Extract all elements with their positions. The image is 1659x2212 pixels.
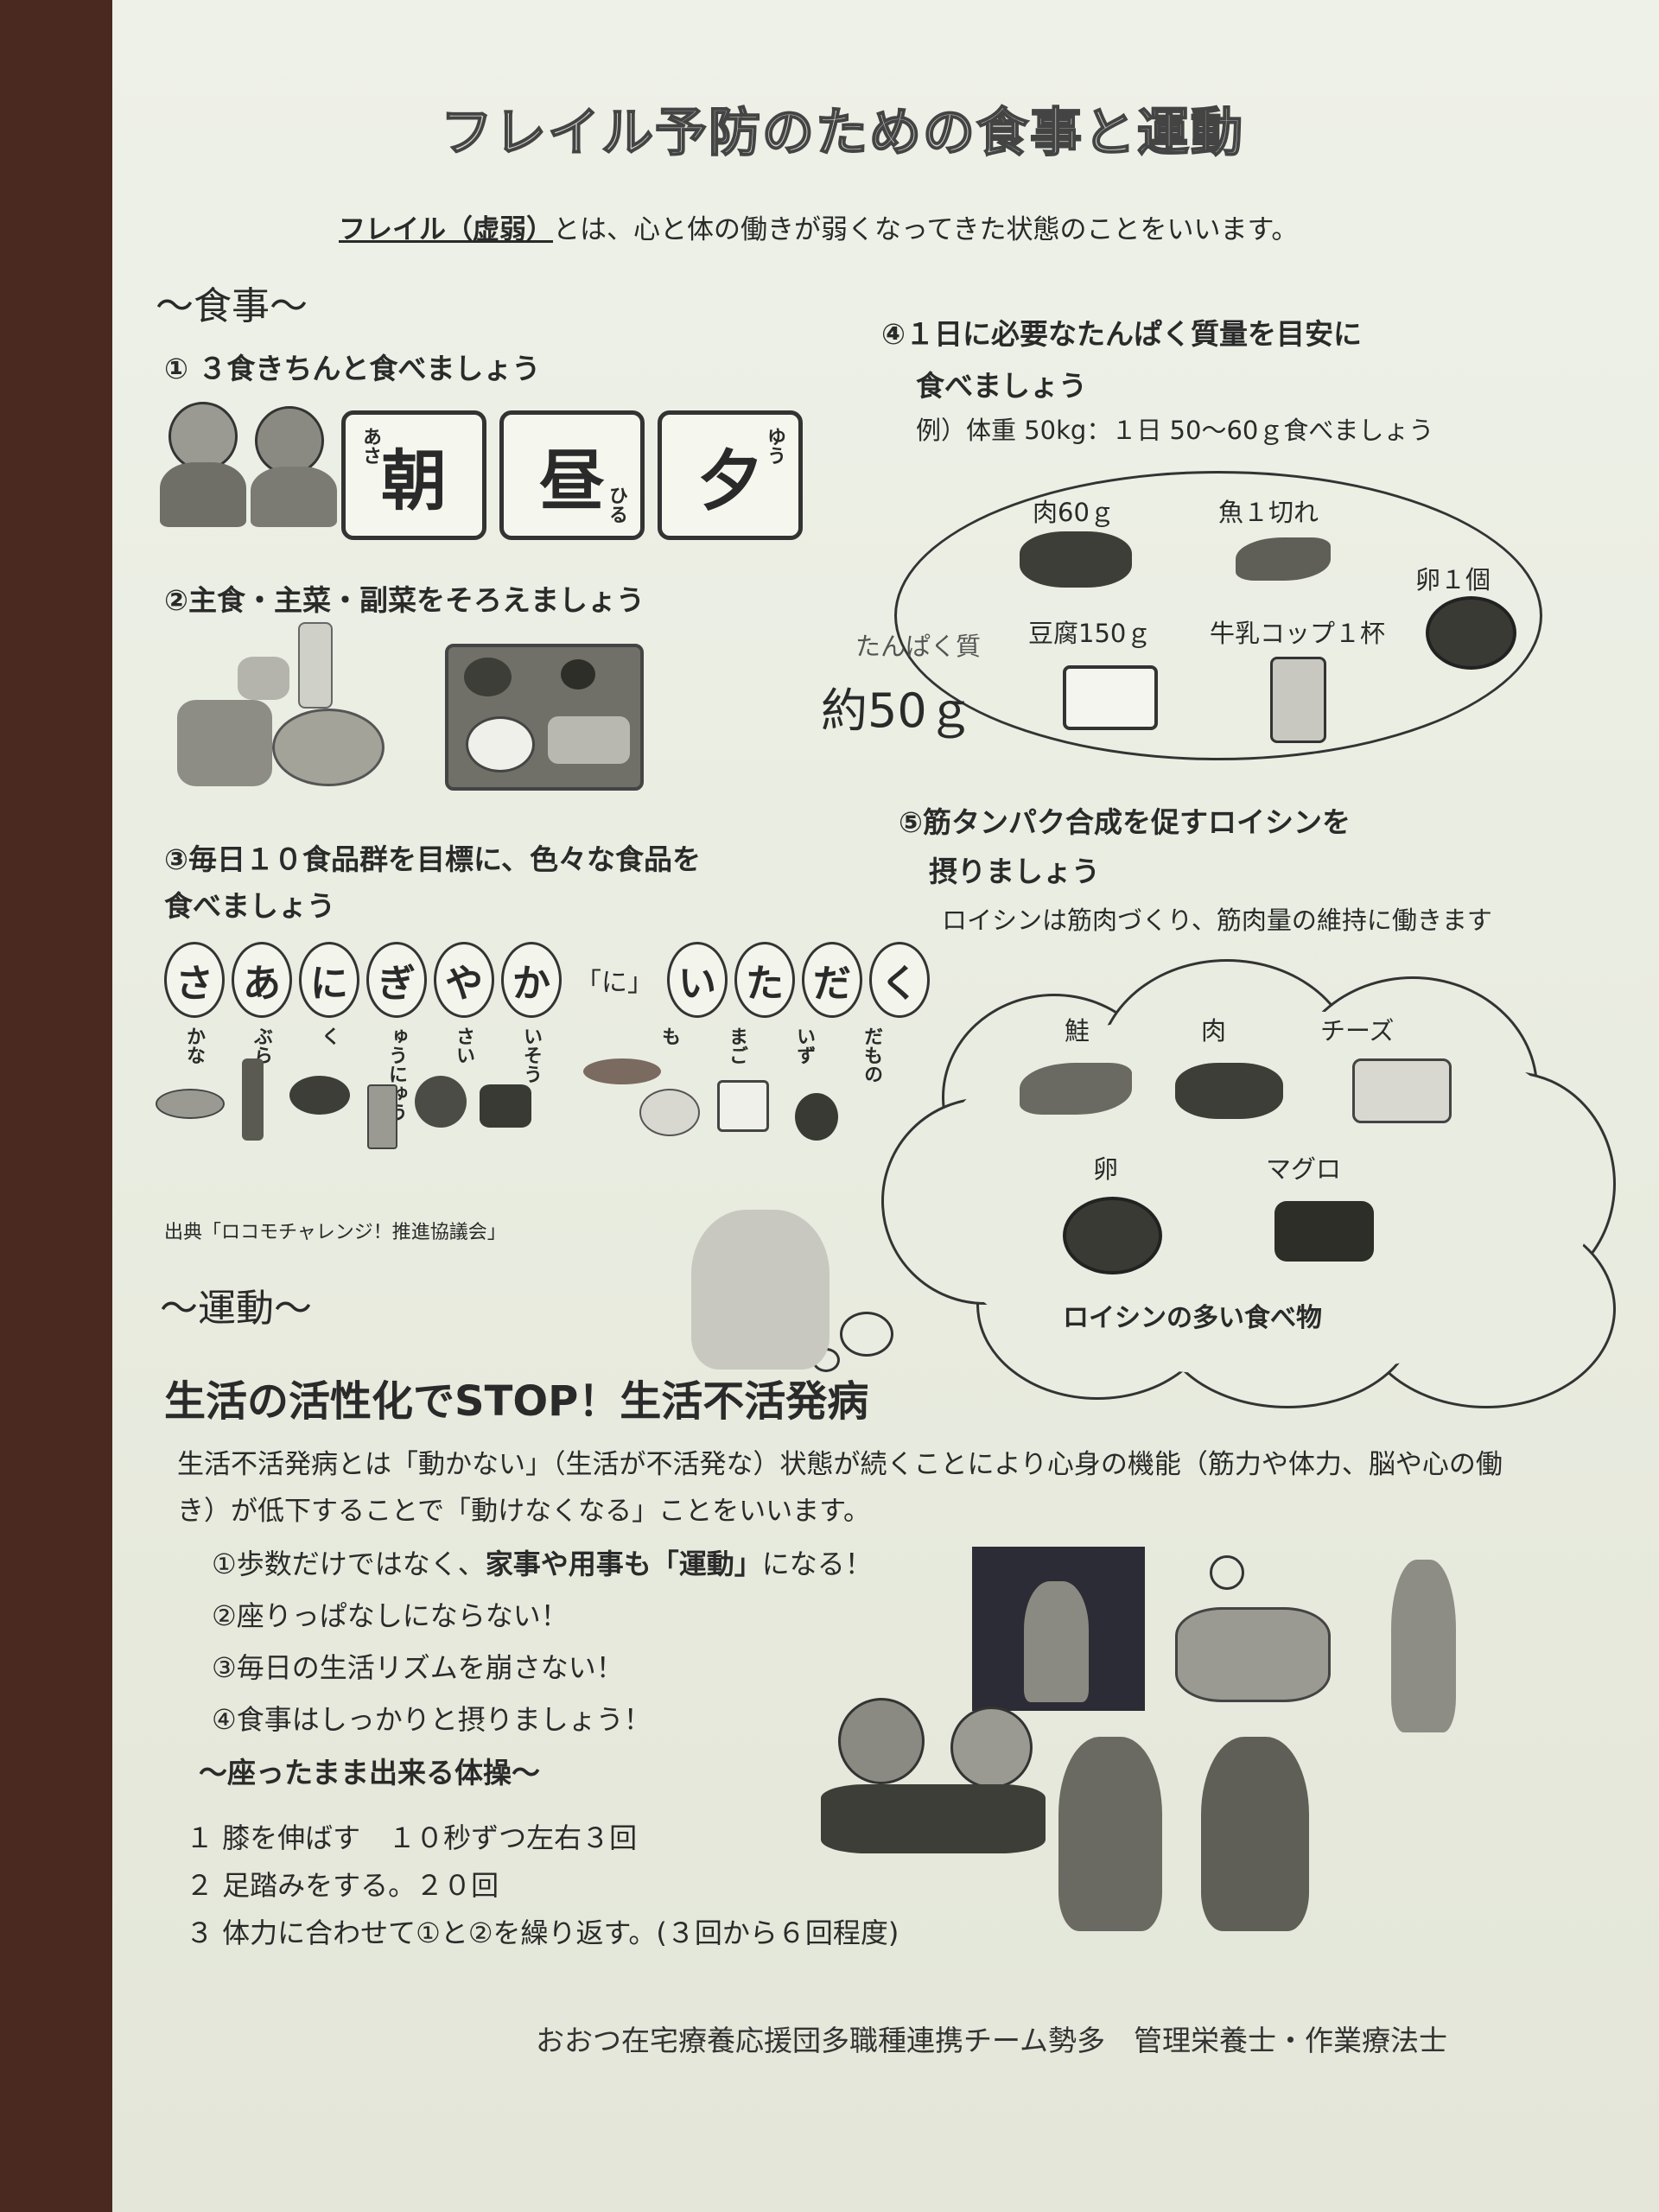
leucine-food-salmon: 鮭 — [1065, 1016, 1090, 1046]
diet-item-5-line1: ⑤筋タンパク合成を促すロイシンを — [899, 805, 1351, 839]
cheese-illustration — [1352, 1058, 1452, 1123]
meal-box-evening: 夕 ゆう — [658, 410, 803, 540]
exercise-heading: 〜運動〜 — [160, 1287, 312, 1331]
egg-illustration — [1063, 1197, 1162, 1274]
diet-item-5-line2: 摂りましょう — [929, 855, 1100, 888]
clock-icon — [1210, 1555, 1244, 1590]
mnemonic-reading: く — [318, 1027, 340, 1046]
bedridden-illustration — [1175, 1607, 1331, 1702]
leucine-cloud — [873, 950, 1650, 1417]
diet-item-3-line2: 食べましょう — [164, 889, 335, 923]
meal-reading-noon: ひる — [606, 486, 627, 524]
meal-kanji-morning: 朝 — [381, 442, 447, 519]
exercise-paragraph: 生活不活発病とは「動かない」（生活が不活発な）状態が続くことにより心身の機能（筋… — [177, 1449, 1503, 1527]
meal-kanji-evening: 夕 — [697, 442, 763, 519]
protein-oval — [894, 471, 1542, 760]
diet-item-1: ① ３食きちんと食べましょう — [164, 352, 541, 385]
diet-heading: 〜食事〜 — [156, 284, 308, 328]
intro-rest: とは、心と体の働きが弱くなってきた状態のことをいいます。 — [553, 214, 1299, 245]
flexed-arm-illustration — [691, 1210, 830, 1370]
footer-credit: おおつ在宅療養応援団多職種連携チーム勢多 管理栄養士・作業療法士 — [536, 2024, 1448, 2057]
standing-elder-illustration — [1391, 1560, 1456, 1732]
mnemonic-char: た — [734, 942, 795, 1018]
meal-kanji-noon: 昼 — [539, 442, 605, 519]
leucine-food-meat: 肉 — [1201, 1016, 1227, 1046]
protein-food-egg: 卵１個 — [1415, 565, 1491, 594]
leucine-food-tuna: マグロ — [1266, 1154, 1342, 1184]
seated-elders-illustration — [786, 1698, 1149, 1901]
exercise-step-1: １ 膝を伸ばす １０秒ずつ左右３回 — [186, 1821, 638, 1854]
mnemonic-reading: も — [658, 1027, 680, 1046]
leucine-food-cheese: チーズ — [1320, 1016, 1395, 1046]
stepping-elder-illustration — [1058, 1737, 1162, 1931]
mnemonic-char: い — [667, 942, 728, 1018]
mnemonic-char: に — [299, 942, 359, 1018]
leucine-caption: ロイシンの多い食べ物 — [1063, 1303, 1322, 1333]
diet-item-4-example: 例）体重 50kg：１日 50〜60ｇ食べましょう — [916, 416, 1434, 445]
diet-item-5-desc: ロイシンは筋肉づくり、筋肉量の維持に働きます — [942, 906, 1492, 935]
mnemonic-char: あ — [232, 942, 292, 1018]
meat-illustration — [1020, 531, 1132, 588]
mnemonic-reading: だもの — [861, 1027, 882, 1084]
seated-exercise-heading: 〜座ったまま出来る体操〜 — [199, 1756, 541, 1789]
night-wandering-illustration — [972, 1547, 1145, 1711]
meal-reading-evening: ゆう — [764, 427, 785, 465]
intro-keyword: フレイル（虚弱） — [339, 214, 553, 245]
mnemonic-separator: 「に」 — [575, 968, 653, 998]
mnemonic-reading: まご — [726, 1027, 747, 1065]
diet-item-4-line1: ④１日に必要なたんぱく質量を目安に — [881, 317, 1362, 351]
diet-item-3-line1: ③毎日１０食品群を目標に、色々な食品を — [164, 842, 701, 876]
meal-reading-morning: あさ — [359, 427, 381, 465]
leucine-food-egg: 卵 — [1093, 1154, 1119, 1184]
food-group-illustrations — [156, 1050, 933, 1171]
exercise-tips: ①歩数だけではなく、家事や用事も「運動」になる！ ②座りっぱなしにならない！ ③… — [212, 1538, 873, 1745]
diet-item-4-line2: 食べましょう — [916, 369, 1087, 403]
tip-2: ②座りっぱなしにならない！ — [212, 1599, 569, 1632]
intro-text: フレイル（虚弱）とは、心と体の働きが弱くなってきた状態のことをいいます。 — [339, 207, 1298, 246]
source-citation: 出典「ロコモチャレンジ！推進協議会」 — [164, 1222, 506, 1243]
protein-food-tofu: 豆腐150ｇ — [1028, 619, 1152, 648]
tuna-illustration — [1274, 1201, 1374, 1262]
protein-label: たんぱく質 — [855, 632, 982, 661]
japanese-set-meal-illustration — [445, 644, 644, 791]
mnemonic-char: や — [434, 942, 494, 1018]
tip-1: ①歩数だけではなく、家事や用事も「運動」になる！ — [212, 1548, 873, 1580]
breakfast-illustration — [177, 622, 393, 795]
mnemonic-reading: いず — [793, 1027, 815, 1065]
fish-illustration — [1236, 537, 1331, 581]
exercise-step-2: ２ 足踏みをする。２０回 — [186, 1869, 499, 1902]
protein-food-milk: 牛乳コップ１杯 — [1210, 619, 1386, 648]
stepping-elder-illustration — [1201, 1737, 1309, 1931]
flyer-page: フレイル予防のための食事と運動 フレイル（虚弱）とは、心と体の働きが弱くなってき… — [112, 0, 1659, 2212]
mnemonic-reading: さい — [453, 1027, 474, 1065]
salmon-illustration — [1020, 1063, 1132, 1115]
stop-heading: 生活の活性化でSTOP！生活不活発病 — [164, 1377, 869, 1426]
mnemonic-reading: いそう — [520, 1027, 542, 1084]
mnemonic-reading: ぶら — [251, 1027, 272, 1065]
mnemonic-reading: かな — [183, 1027, 205, 1065]
milk-illustration — [1270, 657, 1326, 743]
mnemonic-char: ぎ — [366, 942, 427, 1018]
thought-dot — [840, 1312, 893, 1357]
mnemonic-char: か — [501, 942, 562, 1018]
meat-illustration — [1175, 1063, 1283, 1119]
mnemonic-char: く — [869, 942, 930, 1018]
protein-food-fish: 魚１切れ — [1218, 498, 1319, 527]
exercise-step-3: ３ 体力に合わせて①と②を繰り返す。(３回から６回程度) — [186, 1916, 899, 1949]
tip-4: ④食事はしっかりと摂りましょう！ — [212, 1703, 652, 1736]
egg-illustration — [1426, 596, 1516, 670]
diet-item-2: ②主食・主菜・副菜をそろえましょう — [164, 583, 645, 617]
protein-food-meat: 肉60ｇ — [1033, 498, 1115, 527]
protein-total: 約50ｇ — [821, 683, 974, 738]
elderly-eating-illustration — [151, 402, 350, 531]
meal-box-morning: 朝 あさ — [341, 410, 486, 540]
page-title: フレイル予防のための食事と運動 — [440, 102, 1244, 164]
mnemonic-char: さ — [164, 942, 225, 1018]
mnemonic-bubbles: さ あ に ぎ や か 「に」 い た だ く — [164, 942, 930, 1018]
mnemonic-char: だ — [802, 942, 862, 1018]
exercise-steps: １ 膝を伸ばす １０秒ずつ左右３回 ２ 足踏みをする。２０回 ３ 体力に合わせて… — [186, 1815, 899, 1957]
tofu-illustration — [1063, 665, 1158, 730]
tip-3: ③毎日の生活リズムを崩さない！ — [212, 1651, 624, 1684]
meal-box-noon: 昼 ひる — [499, 410, 645, 540]
